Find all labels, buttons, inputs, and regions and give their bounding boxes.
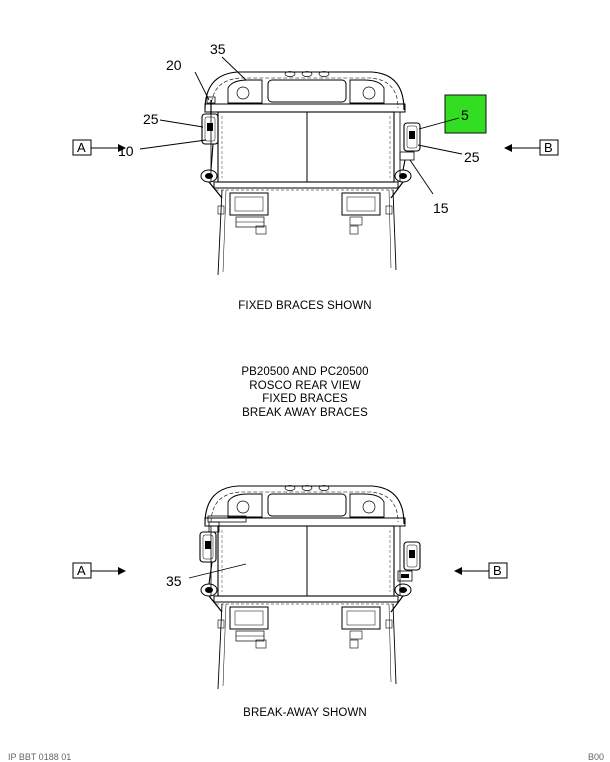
fixed-braces-view: 35 20 25 10 5 25 15 A B bbox=[72, 41, 559, 276]
callout-10[interactable]: 10 bbox=[118, 143, 134, 159]
right-mirror-assembly bbox=[399, 122, 421, 171]
title-line-breakaway: BREAK AWAY BRACES bbox=[242, 406, 368, 419]
callout-20[interactable]: 20 bbox=[166, 57, 182, 73]
view-a-label-bottom: A bbox=[77, 563, 86, 578]
view-b-label-bottom: B bbox=[493, 563, 502, 578]
break-away-caption: BREAK-AWAY SHOWN bbox=[243, 707, 367, 719]
footer-left-code: IP BBT 0188 01 bbox=[8, 752, 72, 762]
callout-25-left[interactable]: 25 bbox=[143, 111, 159, 127]
right-breakaway-mirror bbox=[397, 541, 421, 582]
break-away-view: 35 A B bbox=[72, 484, 508, 690]
title-line-fixed: FIXED BRACES bbox=[262, 393, 348, 405]
footer-right-code: B00 bbox=[587, 752, 604, 762]
title-line-view: ROSCO REAR VIEW bbox=[249, 379, 361, 392]
title-line-model: PB20500 AND PC20500 bbox=[241, 366, 369, 378]
callout-35-breakaway[interactable]: 35 bbox=[166, 573, 182, 589]
callout-35[interactable]: 35 bbox=[210, 41, 226, 57]
item-5-highlight[interactable] bbox=[444, 94, 487, 134]
view-b-label: B bbox=[544, 140, 553, 155]
left-mirror-assembly bbox=[201, 96, 219, 171]
fixed-braces-caption: FIXED BRACES SHOWN bbox=[238, 300, 372, 312]
callout-15[interactable]: 15 bbox=[433, 200, 449, 216]
callout-5[interactable]: 5 bbox=[461, 107, 469, 123]
title-block: PB20500 AND PC20500 ROSCO REAR VIEW FIXE… bbox=[0, 366, 610, 420]
view-a-label: A bbox=[77, 140, 86, 155]
callout-25-right[interactable]: 25 bbox=[464, 149, 480, 165]
